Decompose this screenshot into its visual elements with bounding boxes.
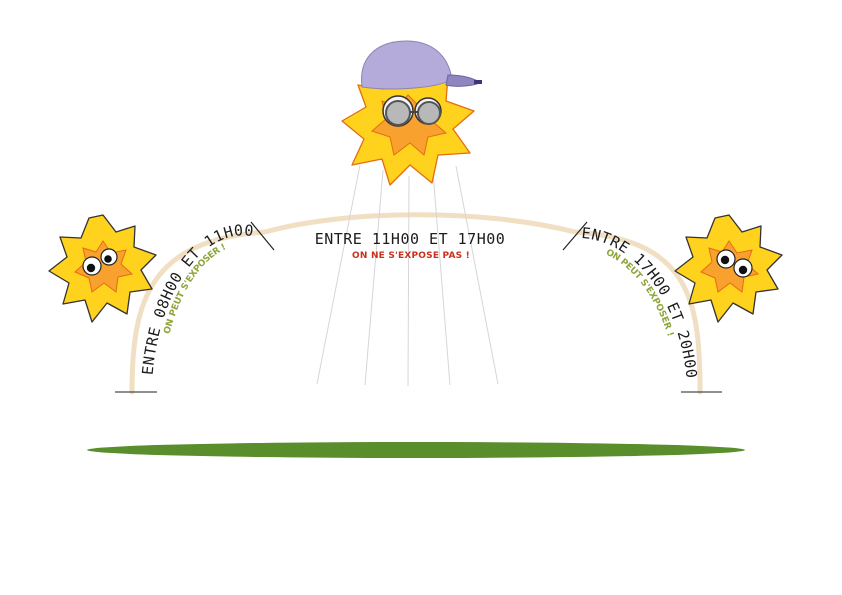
midday-period-title: Entre 11h00 et 17h00 (315, 230, 506, 248)
morning-midday-divider (250, 221, 275, 251)
midday-evening-divider (562, 221, 588, 251)
sun-path-arc (129, 212, 703, 395)
cap-icon (361, 40, 482, 90)
midday-sun-rays (316, 164, 499, 387)
morning-period-title: Entre 08h00 et 11h00 (139, 221, 255, 376)
morning-sun-icon (48, 214, 157, 323)
evening-sun-icon (674, 214, 783, 323)
midday-sun-icon (341, 40, 482, 186)
ground-ellipse (87, 442, 745, 458)
midday-period-note: On ne s'expose pas ! (352, 251, 470, 261)
glasses-icon (382, 95, 442, 127)
